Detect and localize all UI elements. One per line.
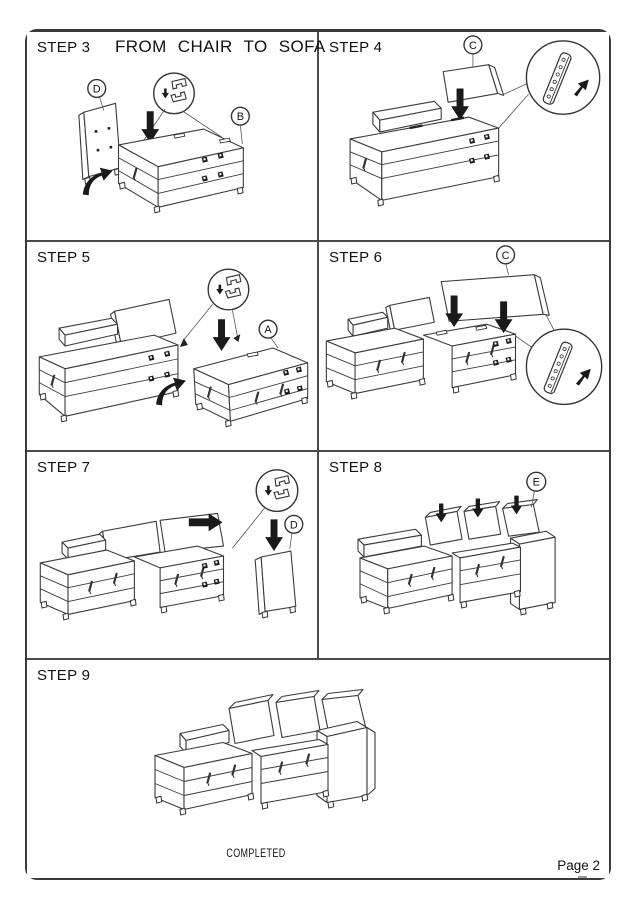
sheet-border: STEP 3 FROM CHAIR TO SOFA xyxy=(25,29,611,880)
step7-label: STEP 7 xyxy=(37,459,91,476)
step4-diagram: C xyxy=(349,35,601,207)
page-title: FROM CHAIR TO SOFA xyxy=(115,37,326,56)
bracket-rail-detail-icon xyxy=(498,40,601,129)
part-badge-a: A xyxy=(258,319,279,349)
sectional-base-drawing xyxy=(325,296,517,400)
step5-label: STEP 5 xyxy=(37,249,91,266)
step5-diagram: A xyxy=(38,268,309,428)
armrest-panel-drawing xyxy=(78,102,122,185)
sofa-with-cushions-drawing xyxy=(357,498,556,616)
part-badge-d: D xyxy=(87,78,107,111)
part-badge-c: C xyxy=(495,245,516,275)
chaise-base-drawing xyxy=(349,100,500,207)
backrest-drawing xyxy=(442,64,505,103)
part-badge-c: C xyxy=(463,35,483,68)
svg-text:C: C xyxy=(502,250,510,262)
chaise-drawing xyxy=(38,298,180,423)
step9-diagram xyxy=(154,688,376,816)
page-number: Page 2 xyxy=(557,858,600,873)
step8-panel: STEP 8 xyxy=(319,452,609,660)
down-arrow-icon xyxy=(212,319,231,351)
connector-detail-icon xyxy=(179,268,250,347)
armrest-panel-drawing xyxy=(254,550,297,619)
connector-detail-icon xyxy=(232,469,299,549)
step4-panel: STEP 4 xyxy=(319,32,609,242)
completed-caption: COMPLETED xyxy=(226,848,286,860)
svg-text:C: C xyxy=(469,40,477,52)
svg-text:E: E xyxy=(533,477,540,489)
step4-label: STEP 4 xyxy=(329,39,383,56)
step7-panel: STEP 7 xyxy=(27,452,319,660)
connector-detail-icon xyxy=(142,72,222,142)
step9-panel: STEP 9 xyxy=(27,660,609,878)
chair-base-drawing xyxy=(117,128,244,214)
step9-label: STEP 9 xyxy=(37,667,91,684)
step3-panel: STEP 3 FROM CHAIR TO SOFA xyxy=(27,32,325,242)
svg-text:D: D xyxy=(290,519,298,531)
step3-label: STEP 3 xyxy=(37,39,91,56)
bracket-rail-detail-icon xyxy=(515,315,603,406)
step8-label: STEP 8 xyxy=(329,459,383,476)
part-badge-b: B xyxy=(230,106,250,144)
step6-diagram: C xyxy=(325,245,603,406)
completed-sofa-drawing xyxy=(154,688,376,816)
svg-text:A: A xyxy=(264,324,272,336)
long-backrest-drawing xyxy=(440,274,550,322)
step3-diagram: D B xyxy=(78,72,250,214)
step6-label: STEP 6 xyxy=(329,249,383,266)
step7-diagram: D xyxy=(39,469,304,621)
svg-text:D: D xyxy=(93,83,101,95)
down-arrow-icon xyxy=(265,519,283,552)
scan-artifact xyxy=(578,876,587,878)
step5-panel: STEP 5 xyxy=(27,242,319,452)
sectional-sofa-drawing xyxy=(39,512,225,621)
svg-text:B: B xyxy=(237,111,244,123)
ottoman-drawing xyxy=(193,347,309,428)
part-badge-e: E xyxy=(526,471,547,508)
part-badge-d: D xyxy=(284,514,304,550)
step8-diagram: E xyxy=(357,471,556,616)
step6-panel: STEP 6 xyxy=(319,242,609,452)
